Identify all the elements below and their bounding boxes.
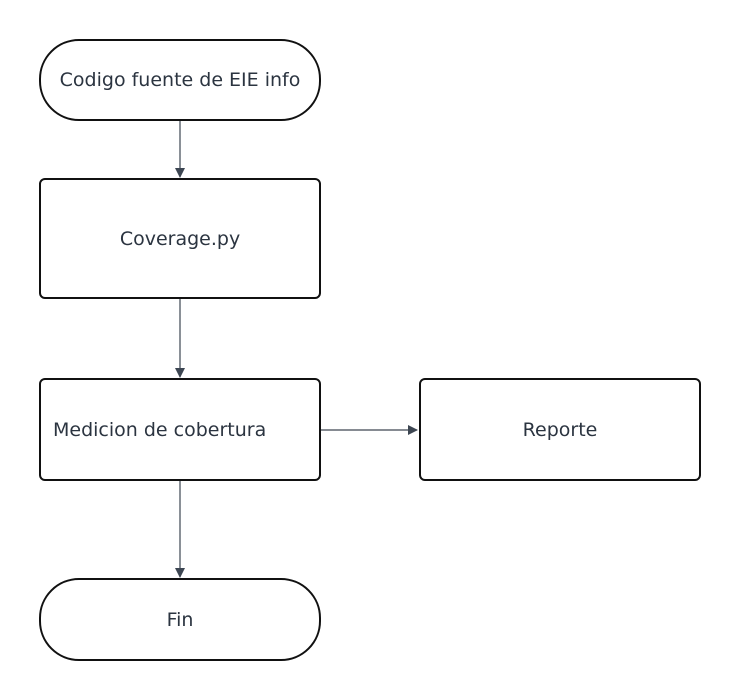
coverage-process-node: Coverage.py (39, 178, 321, 299)
fin-terminal-node: Fin (39, 578, 321, 661)
fin-node-label: Fin (166, 608, 194, 631)
start-node-label: Codigo fuente de EIE info (59, 69, 301, 91)
medicion-process-node: Medicion de cobertura (39, 378, 321, 481)
reporte-process-node: Reporte (419, 378, 701, 481)
start-terminal-node: Codigo fuente de EIE info (39, 39, 321, 121)
reporte-node-label: Reporte (522, 418, 598, 441)
coverage-node-label: Coverage.py (119, 227, 241, 250)
medicion-node-label: Medicion de cobertura (53, 418, 267, 441)
